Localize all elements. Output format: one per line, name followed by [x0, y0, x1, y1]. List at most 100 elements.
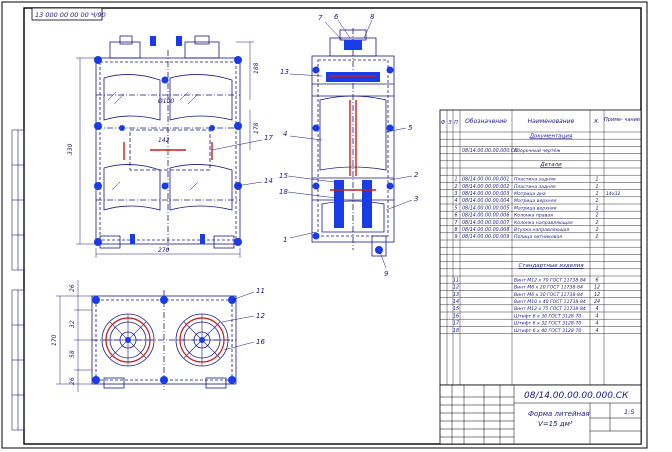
side-callout-leaders: [287, 19, 413, 269]
spec-row-qty: 24: [594, 299, 600, 305]
callout-3: 3: [414, 195, 418, 203]
dim-front-inner-center: Ø100: [157, 98, 174, 105]
callout-11: 11: [256, 287, 265, 295]
front-view-accents: [123, 142, 213, 160]
left-margin-stamp: [11, 129, 25, 431]
side-view-fills: [312, 40, 394, 254]
dim-plan-seg-2: 32: [69, 320, 76, 328]
title-block-name: Форма литейная: [528, 410, 590, 418]
spec-header-note: Приме- чание: [604, 117, 640, 123]
spec-row-designation: 08/14.00.00.00.007: [462, 220, 509, 226]
spec-row-qty: 1: [595, 198, 598, 204]
spec-section-title: Детали: [539, 162, 562, 168]
callout-16: 16: [256, 338, 265, 346]
spec-table-grid: [440, 110, 641, 385]
callout-5: 5: [408, 124, 413, 132]
callout-9: 9: [384, 270, 389, 278]
spec-row-name: Винт М6 х 20 ГОСТ 11738-84: [514, 285, 583, 291]
front-callout-leaders: [211, 139, 263, 187]
spec-row-qty: 4: [595, 328, 598, 334]
plan-callout-leaders: [221, 291, 255, 351]
spec-row-designation: 08/14.00.00.00.001: [462, 177, 509, 183]
spec-row-qty: 2: [595, 220, 598, 226]
front-dims: [76, 41, 254, 258]
spec-row-pos: 6: [454, 213, 457, 219]
callout-2: 2: [414, 171, 419, 179]
title-block-subname: V=15 дм³: [538, 420, 573, 428]
spec-row-designation: 08/14.00.00.00.008: [462, 227, 509, 233]
spec-row-name: Пластина задняя: [514, 177, 556, 183]
spec-row-qty: 6: [595, 277, 598, 283]
callout-12: 12: [256, 312, 265, 320]
spec-row-pos: 5: [454, 205, 457, 211]
dim-front-inner-small: 142: [158, 137, 170, 144]
title-block-sheet: 1:5: [624, 408, 634, 416]
spec-row-pos: 3: [454, 191, 457, 197]
spec-row-pos: 4: [454, 198, 457, 204]
spec-row-pos: 12: [453, 285, 459, 291]
front-view-bolts: [94, 36, 242, 246]
spec-row-name: Винт М12 х 75 ГОСТ 11738-84: [514, 306, 586, 312]
spec-row-qty: 1: [595, 184, 598, 190]
callout-8: 8: [370, 13, 375, 21]
title-block: [439, 384, 642, 445]
spec-row-qty: 1: [595, 191, 598, 197]
spec-row-designation: 08/14.00.00.00.003: [462, 191, 509, 197]
spec-row-qty: 4: [595, 313, 598, 319]
spec-section-title: Стандартные изделия: [518, 263, 584, 269]
plan-dims: [56, 280, 92, 392]
side-view: [311, 28, 395, 257]
spec-row-name: Штифт 6 х 30 ГОСТ 3128-70: [514, 313, 581, 319]
spec-row-pos: 14: [453, 299, 459, 305]
spec-row-name: Штифт 6 х 32 ГОСТ 3128-70: [514, 321, 581, 327]
spec-row-pos: 18: [453, 328, 459, 334]
dim-plan-seg-1: 26: [69, 284, 76, 292]
spec-row-pos: 11: [453, 277, 459, 283]
corner-stamp: 13 000 00 00 00 Ч/90: [31, 7, 106, 21]
spec-row-designation: 08/14.00.00.00.009: [462, 234, 509, 240]
spec-row-qty: 4: [595, 321, 598, 327]
spec-row-pos: 13: [453, 292, 459, 298]
spec-row-qty: 12: [594, 285, 600, 291]
callout-4: 4: [283, 130, 287, 138]
spec-row-pos: 15: [453, 306, 459, 312]
spec-row-name: Полица литниковая: [514, 234, 562, 240]
dim-plan-seg-4: 26: [69, 377, 76, 385]
spec-row-qty: 1: [595, 205, 598, 211]
spec-row-name: Штифт 6 х 40 ГОСТ 3128-70: [514, 328, 581, 334]
side-view-accents: [330, 75, 376, 191]
spec-row-name: Пластина задняя: [514, 184, 556, 190]
spec-row-name: Колонка направляющая: [514, 220, 573, 226]
spec-row-pos: 9: [454, 234, 457, 240]
spec-row-pos: 7: [454, 220, 457, 226]
spec-row-name: Втулка направляющая: [514, 227, 570, 233]
spec-row-pos: 2: [454, 184, 457, 190]
spec-row-name: Матрица верхняя: [514, 205, 557, 211]
plan-view-accents: [105, 317, 225, 363]
spec-section-title: Документация: [529, 133, 573, 139]
sheet-border: [1, 1, 648, 449]
spec-row-designation: 08/14.00.00.00.006: [462, 213, 509, 219]
spec-row-qty: 2: [595, 213, 598, 219]
spec-header-zone: З: [448, 120, 452, 126]
spec-row-designation: 08/14.00.00.00.005: [462, 205, 509, 211]
spec-row-pos: 1: [454, 177, 457, 183]
spec-header-name: Наименование: [528, 118, 575, 125]
spec-row-name: Матрица верхняя: [514, 198, 557, 204]
spec-header-pos: П: [454, 120, 458, 126]
callout-17: 17: [264, 134, 273, 142]
callout-7: 7: [318, 14, 323, 22]
spec-row-pos: 8: [454, 227, 457, 233]
spec-header-designation: Обозначение: [465, 118, 507, 125]
callout-18: 18: [279, 188, 288, 196]
spec-row-pos: 16: [453, 313, 459, 319]
spec-row-qty: 1: [595, 177, 598, 183]
spec-header-qty: К.: [594, 119, 599, 125]
spec-row-qty: 2: [595, 227, 598, 233]
spec-row-name: Сборочный чертёж: [514, 148, 561, 154]
spec-row-pos: 17: [453, 321, 459, 327]
dim-front-right-top: 188: [253, 62, 260, 74]
spec-row-name: Винт М6 х 30 ГОСТ 11738-84: [514, 292, 583, 298]
